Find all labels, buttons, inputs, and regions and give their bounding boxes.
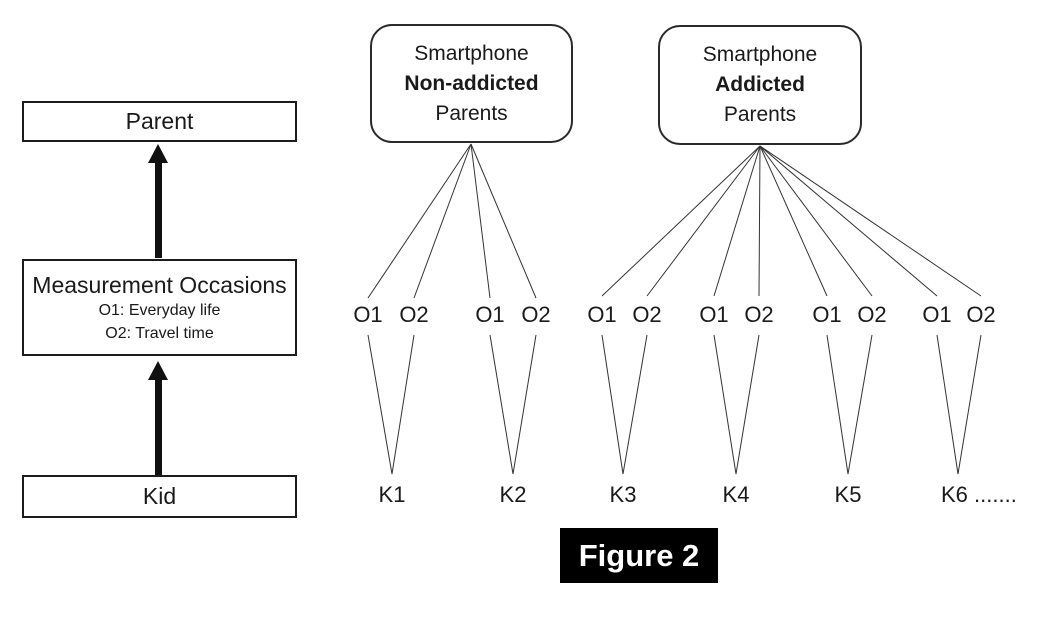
occasion-label: O1	[587, 302, 617, 327]
occasion-label: O1	[699, 302, 729, 327]
connector-line	[758, 145, 761, 297]
occasion-label: O1	[353, 302, 383, 327]
group-box-nonaddicted: Smartphone Non-addicted Parents	[370, 24, 573, 143]
connector-line	[735, 334, 760, 475]
occasion-label: O1	[922, 302, 952, 327]
group-line-1: Smartphone	[414, 41, 529, 65]
kid-box-label: Kid	[142, 483, 177, 509]
occasion-label: O1	[812, 302, 842, 327]
group-box-addicted: Smartphone Addicted Parents	[658, 25, 862, 145]
occasion-2-definition: O2: Travel time	[105, 324, 214, 342]
kid-label: K5	[834, 482, 862, 507]
group-line-2: Addicted	[715, 73, 805, 96]
occasion-label: O2	[632, 302, 662, 327]
measurement-occasions-box: Measurement Occasions O1: Everyday life …	[22, 259, 297, 356]
connector-line	[936, 334, 959, 475]
connector-line	[759, 145, 828, 297]
kid-label: K2	[499, 482, 527, 507]
up-arrow-shaft	[155, 161, 162, 258]
kid-label: K4	[722, 482, 750, 507]
group-line-3: Parents	[435, 101, 508, 125]
connector-line	[646, 145, 761, 297]
connector-line	[759, 145, 938, 297]
occasion-label: O2	[966, 302, 996, 327]
up-arrow-shaft	[155, 378, 162, 475]
occasion-label: O2	[744, 302, 774, 327]
occasion-label: O2	[399, 302, 429, 327]
connector-line	[826, 334, 849, 475]
connector-line	[759, 145, 873, 297]
connector-line	[601, 145, 761, 297]
figure-caption: Figure 2	[560, 528, 718, 583]
connector-line	[470, 143, 537, 299]
kid-label: K6 .......	[941, 482, 1017, 507]
connector-line	[391, 334, 415, 475]
connector-line	[957, 334, 982, 475]
connector-line	[367, 334, 393, 475]
connector-line	[413, 143, 472, 299]
kid-label: K3	[609, 482, 637, 507]
connector-line	[512, 334, 537, 475]
fan-lines-addicted	[601, 145, 982, 297]
connector-line	[622, 334, 648, 475]
connector-line	[847, 334, 873, 475]
connector-line	[759, 145, 982, 297]
kid-box: Kid	[22, 475, 297, 518]
parent-box: Parent	[22, 101, 297, 142]
connector-line	[367, 143, 472, 299]
occasion-label: O2	[521, 302, 551, 327]
group-line-1: Smartphone	[702, 43, 818, 66]
parent-box-label: Parent	[125, 108, 194, 134]
connector-line	[713, 334, 737, 475]
occasion-label: O2	[857, 302, 887, 327]
occasion-1-definition: O1: Everyday life	[98, 301, 221, 319]
occasion-label: O1	[475, 302, 505, 327]
kid-label: K1	[378, 482, 406, 507]
connector-line	[601, 334, 624, 475]
up-arrow-icon	[148, 361, 168, 380]
connector-line	[713, 145, 761, 297]
up-arrow-icon	[148, 144, 168, 163]
measurement-occasions-title: Measurement Occasions	[32, 271, 287, 298]
group-line-2: Non-addicted	[404, 71, 539, 95]
fan-lines-nonaddicted	[367, 143, 537, 299]
connector-line	[489, 334, 514, 475]
group-line-3: Parents	[723, 103, 797, 126]
connector-line	[470, 143, 491, 299]
figure-caption-text: Figure 2	[578, 537, 700, 573]
kid-connector-lines	[367, 334, 982, 475]
